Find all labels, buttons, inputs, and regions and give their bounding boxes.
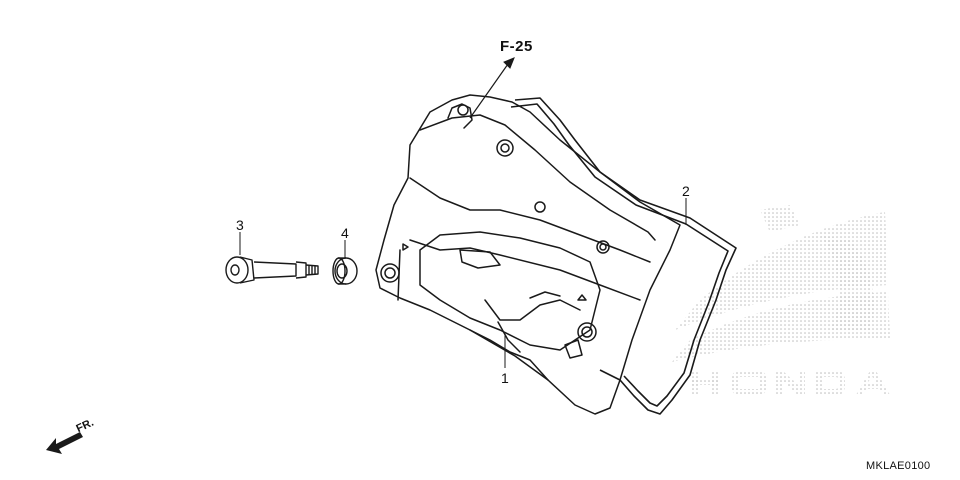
honda-wing-watermark [672,205,890,362]
cylinder-head-cover-part-1 [375,94,681,415]
callout-3: 3 [236,217,244,233]
grommet-part-4 [332,257,358,285]
gasket-part-2 [510,97,737,415]
honda-logotype-watermark [692,371,890,395]
callout-4: 4 [341,225,349,241]
callout-1: 1 [501,370,509,386]
reference-label: F-25 [500,38,533,55]
diagram-code: MKLAE0100 [866,460,931,472]
front-direction-arrow [46,432,83,454]
bolt-part-3 [225,256,319,284]
callout-leaders [239,198,687,368]
reference-arrow [469,57,515,119]
callout-2: 2 [682,183,690,199]
